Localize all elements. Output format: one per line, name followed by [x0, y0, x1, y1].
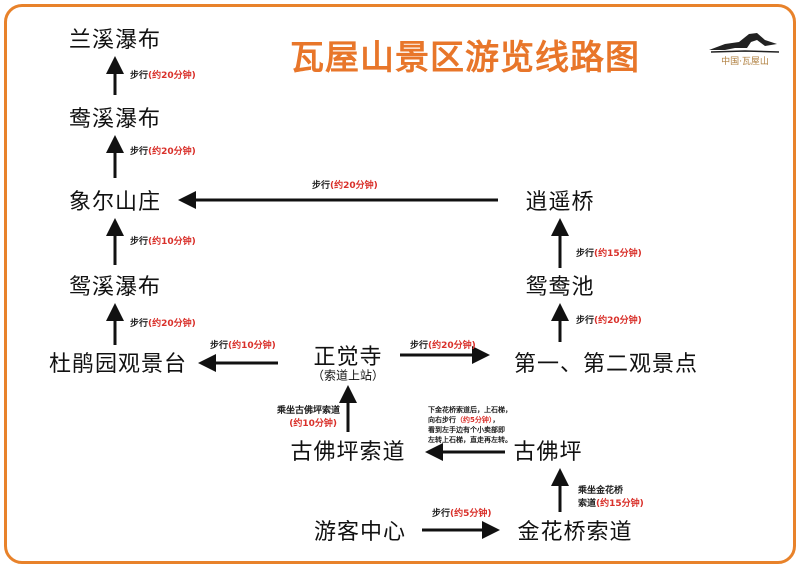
- page-title: 瓦屋山景区游览线路图: [290, 38, 640, 78]
- node-xianger-villa: 象尔山庄: [68, 190, 162, 215]
- node-dujuan-viewpoint: 杜鹃园观景台: [48, 352, 188, 377]
- label-yangxi-lanxi: 步行(约20分钟): [130, 71, 196, 81]
- mountain-logo-icon: [709, 33, 780, 53]
- label-viewpoints-yuanyang: 步行(约20分钟): [576, 316, 642, 326]
- node-gufoping: 古佛坪: [513, 440, 583, 465]
- node-yuanyang-pond: 鸳鸯池: [525, 275, 595, 300]
- arrow-zhengjue-dujuan: [198, 354, 278, 372]
- arrow-xianger-yangxi: [106, 135, 124, 178]
- node-visitor-center: 游客中心: [313, 520, 407, 545]
- arrow-zhengjue-viewpoints: [400, 346, 490, 364]
- node-xiaoyao-bridge: 逍遥桥: [525, 190, 595, 215]
- arrow-xiaoyao-xianger: [178, 191, 498, 209]
- node-gufoping-cableway: 古佛坪索道: [290, 440, 406, 465]
- node-jinhua-cableway: 金花桥索道: [517, 520, 633, 545]
- arrow-visitor-jinhua: [422, 521, 500, 539]
- label-xiaoyao-xianger: 步行(约20分钟): [312, 181, 378, 191]
- label-zhengjue-viewpoints: 步行(约20分钟): [410, 341, 476, 351]
- node-zhengjue-subtitle: （索道上站）: [311, 368, 385, 383]
- wawushan-logo: 中国·瓦屋山: [705, 30, 785, 72]
- node-viewpoints-1-2: 第一、第二观景点: [513, 352, 699, 377]
- node-yangxi-waterfall: 鸯溪瀑布: [68, 107, 162, 132]
- arrow-dujuan-yuanxi: [106, 303, 124, 345]
- label-visitor-jinhua: 步行(约5分钟): [432, 509, 492, 519]
- label-dujuan-yuanxi: 步行(约20分钟): [130, 319, 196, 329]
- arrow-cable-zhengjue: [339, 385, 357, 432]
- label-gufoping-cable: 乘坐古佛坪索道(约10分钟): [277, 406, 341, 429]
- label-jinhua-cable: 乘坐金花桥索道(约15分钟): [578, 486, 644, 509]
- arrow-jinhua-gufoping: [551, 468, 569, 512]
- label-yuanyang-xiaoyao: 步行(约15分钟): [576, 249, 642, 259]
- label-xianger-yangxi: 步行(约20分钟): [130, 147, 196, 157]
- arrow-viewpoints-yuanyang: [551, 303, 569, 342]
- label-zhengjue-dujuan: 步行(约10分钟): [210, 341, 276, 351]
- arrow-yangxi-lanxi: [106, 56, 124, 95]
- orange-frame: [4, 4, 796, 564]
- node-zhengjue-temple: 正觉寺: [313, 345, 383, 370]
- logo-text: 中国·瓦屋山: [721, 57, 769, 67]
- arrow-gufoping-cableway: [425, 443, 505, 461]
- arrow-yuanxi-xianger: [106, 218, 124, 265]
- label-gufoping-directions: 下金花桥索道后，上石梯， 向右步行（约5分钟）， 看到左手边有个小卖部即 左转上…: [428, 406, 512, 444]
- arrow-yuanyang-xiaoyao: [551, 218, 569, 268]
- label-yuanxi-xianger: 步行(约10分钟): [130, 237, 196, 247]
- node-yuanxi-waterfall: 鸳溪瀑布: [68, 275, 162, 300]
- node-lanxi-waterfall: 兰溪瀑布: [68, 28, 162, 53]
